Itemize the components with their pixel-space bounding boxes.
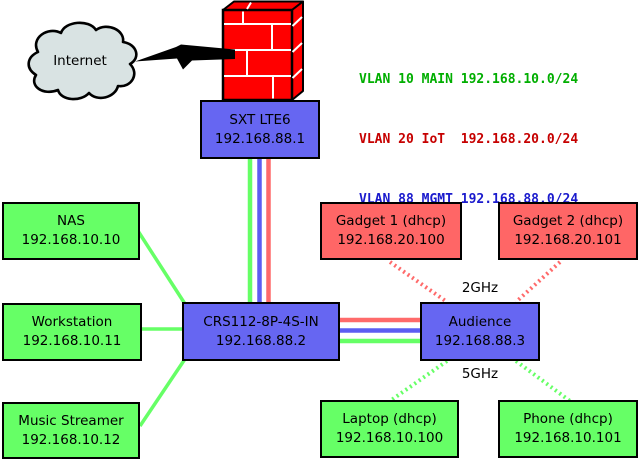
wifi-2ghz-gadget2-audience bbox=[514, 260, 562, 304]
node-ip: 192.168.88.1 bbox=[214, 130, 306, 147]
node-gadget2: Gadget 2 (dhcp) 192.168.20.101 bbox=[498, 202, 638, 260]
node-name: SXT LTE6 bbox=[229, 111, 291, 128]
node-name: Phone (dhcp) bbox=[523, 411, 613, 427]
node-ip: 192.168.10.10 bbox=[21, 232, 121, 248]
node-name: NAS bbox=[57, 213, 85, 229]
legend-vlan10: VLAN 10 MAIN 192.168.10.0/24 bbox=[359, 72, 579, 87]
node-name: Workstation bbox=[31, 314, 113, 330]
band-label-2ghz: 2GHz bbox=[461, 280, 499, 296]
node-ip: 192.168.20.100 bbox=[337, 232, 445, 248]
band-label-5ghz: 5GHz bbox=[461, 366, 499, 382]
vlan-legend: VLAN 10 MAIN 192.168.10.0/24 VLAN 20 IoT… bbox=[359, 30, 578, 250]
node-ip: 192.168.10.100 bbox=[335, 430, 444, 446]
node-name: Gadget 1 (dhcp) bbox=[335, 213, 447, 229]
wifi-2ghz-gadget1-audience bbox=[388, 260, 449, 304]
node-gadget1: Gadget 1 (dhcp) 192.168.20.100 bbox=[320, 202, 462, 260]
node-workstation: Workstation 192.168.10.11 bbox=[2, 303, 142, 361]
node-ip: 192.168.10.12 bbox=[21, 431, 121, 448]
node-ip: 192.168.10.101 bbox=[514, 430, 622, 446]
lightning-bolt-icon bbox=[135, 44, 235, 70]
link-nas-to-switch bbox=[136, 230, 189, 308]
internet-cloud-icon bbox=[27, 21, 138, 101]
legend-vlan20: VLAN 20 IoT 192.168.20.0/24 bbox=[359, 132, 579, 147]
node-ip: 192.168.10.11 bbox=[22, 333, 122, 349]
node-laptop: Laptop (dhcp) 192.168.10.100 bbox=[320, 400, 459, 458]
node-name: Music Streamer bbox=[18, 412, 124, 429]
node-ip: 192.168.88.3 bbox=[434, 332, 526, 349]
link-musicstreamer-to-switch bbox=[138, 355, 189, 427]
node-crs112-switch: CRS112-8P-4S-IN 192.168.88.2 bbox=[182, 302, 340, 361]
node-phone: Phone (dhcp) 192.168.10.101 bbox=[498, 400, 638, 458]
internet-label: Internet bbox=[53, 53, 107, 69]
node-nas: NAS 192.168.10.10 bbox=[2, 202, 140, 260]
wifi-5ghz-audience-laptop bbox=[388, 359, 449, 403]
node-ip: 192.168.20.101 bbox=[514, 232, 622, 248]
node-name: Laptop (dhcp) bbox=[342, 411, 437, 427]
node-music-streamer: Music Streamer 192.168.10.12 bbox=[2, 402, 140, 459]
node-ip: 192.168.88.2 bbox=[215, 332, 307, 349]
node-name: CRS112-8P-4S-IN bbox=[203, 313, 319, 330]
wifi-5ghz-audience-phone bbox=[514, 359, 572, 403]
node-sxt-lte6: SXT LTE6 192.168.88.1 bbox=[200, 100, 320, 159]
node-name: Audience bbox=[448, 313, 512, 330]
node-name: Gadget 2 (dhcp) bbox=[512, 213, 624, 229]
node-audience-ap: Audience 192.168.88.3 bbox=[420, 302, 540, 361]
